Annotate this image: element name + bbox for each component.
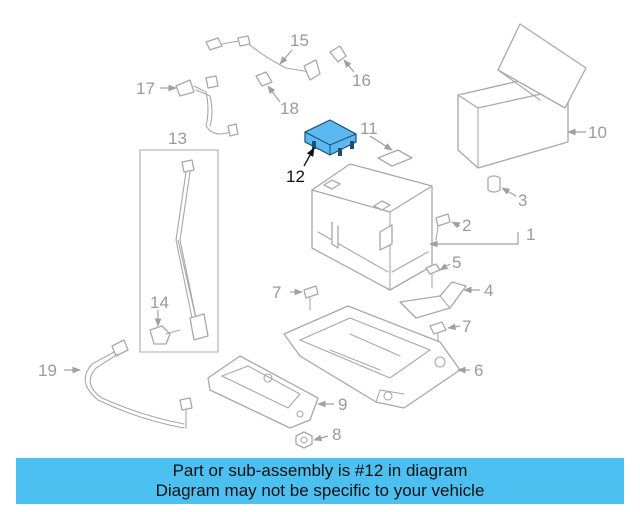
part-19-cable (84, 339, 193, 429)
part-1-battery (311, 163, 433, 291)
part-10-battery-box (457, 23, 587, 169)
callout-11: 11 (360, 119, 378, 138)
callout-16: 16 (352, 71, 371, 90)
callout-4: 4 (484, 281, 493, 300)
callout-17: 17 (136, 79, 155, 98)
leader-lines (64, 49, 586, 442)
part-14-sensor (149, 325, 181, 345)
part-2-bolt (435, 213, 451, 241)
part-5-bolt (425, 263, 441, 289)
callout-15: 15 (290, 31, 309, 50)
part-12-module-highlighted (304, 119, 357, 156)
callout-13: 13 (168, 129, 187, 148)
callout-7-lower: 7 (462, 317, 471, 336)
part-3-cap (487, 175, 501, 193)
part-15-cable (205, 35, 321, 81)
part-17-cable (175, 75, 239, 137)
part-11-pad (377, 149, 413, 167)
part-8-nut (295, 431, 313, 449)
callout-14: 14 (150, 293, 169, 312)
callout-18: 18 (280, 99, 299, 118)
info-banner: Part or sub-assembly is #12 in diagram D… (16, 458, 624, 504)
part-13-cable-assembly (139, 149, 219, 353)
part-16-clip (329, 45, 347, 63)
callout-19: 19 (38, 361, 57, 380)
callout-5: 5 (452, 253, 461, 272)
parts-diagram: 1 2 3 4 5 6 7 7 8 9 10 11 12 13 14 15 16… (38, 23, 607, 449)
part-7-bolt-upper (303, 285, 319, 311)
callout-7-upper: 7 (272, 283, 281, 302)
callout-10: 10 (588, 123, 607, 142)
callout-1: 1 (526, 225, 535, 244)
callout-12: 12 (286, 167, 305, 186)
part-4-bracket (399, 281, 467, 319)
banner-line-1: Part or sub-assembly is #12 in diagram (172, 461, 468, 480)
part-6-battery-tray (283, 305, 461, 409)
callout-2: 2 (462, 216, 471, 235)
callout-3: 3 (518, 191, 527, 210)
callout-8: 8 (332, 425, 341, 444)
callout-9: 9 (338, 395, 347, 414)
part-18-grommet (255, 71, 273, 87)
banner-line-2: Diagram may not be specific to your vehi… (155, 481, 485, 500)
part-9-lower-plate (207, 355, 319, 429)
callout-6: 6 (474, 361, 483, 380)
